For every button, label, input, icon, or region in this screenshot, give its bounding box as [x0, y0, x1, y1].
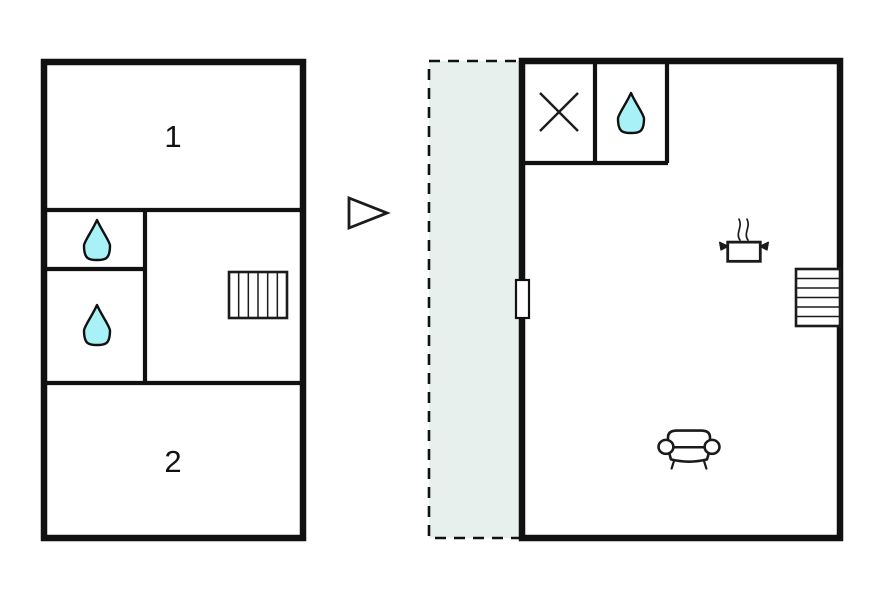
pot-handle-left	[719, 241, 729, 251]
sofa-leg-right	[702, 459, 708, 470]
stairs-icon	[227, 270, 289, 320]
existing-floor-plan	[40, 58, 307, 542]
water-drop-shape	[82, 303, 112, 347]
water-drop-shape	[616, 91, 646, 135]
sofa-icon	[657, 429, 721, 470]
sofa-arm-left	[657, 438, 675, 456]
close-x-icon	[539, 92, 579, 132]
water-drop-icon	[82, 218, 112, 262]
pot-body	[726, 240, 762, 263]
radiator-icon	[794, 267, 842, 328]
water-drop-icon	[82, 303, 112, 347]
pot-handle-right	[759, 241, 769, 251]
room-1-label: 1	[164, 119, 182, 154]
x-stroke-b	[539, 92, 579, 132]
outer-wall	[40, 58, 307, 542]
sofa-back	[666, 429, 712, 448]
terrace-area	[427, 59, 524, 540]
steam-wisp-a	[737, 218, 741, 241]
water-drop-icon	[616, 91, 646, 135]
steam-wisp-b	[745, 218, 749, 241]
outer-wall	[518, 57, 844, 542]
sofa-seat	[666, 445, 712, 463]
sofa-leg-left	[670, 459, 676, 470]
cooking-pot-icon	[719, 218, 769, 263]
transition-arrow	[347, 195, 391, 231]
room-2-label: 2	[164, 444, 182, 479]
door-opening	[514, 278, 531, 320]
proposed-floor-plan	[427, 57, 844, 542]
water-drop-shape	[82, 218, 112, 262]
sofa-arm-right	[703, 438, 721, 456]
